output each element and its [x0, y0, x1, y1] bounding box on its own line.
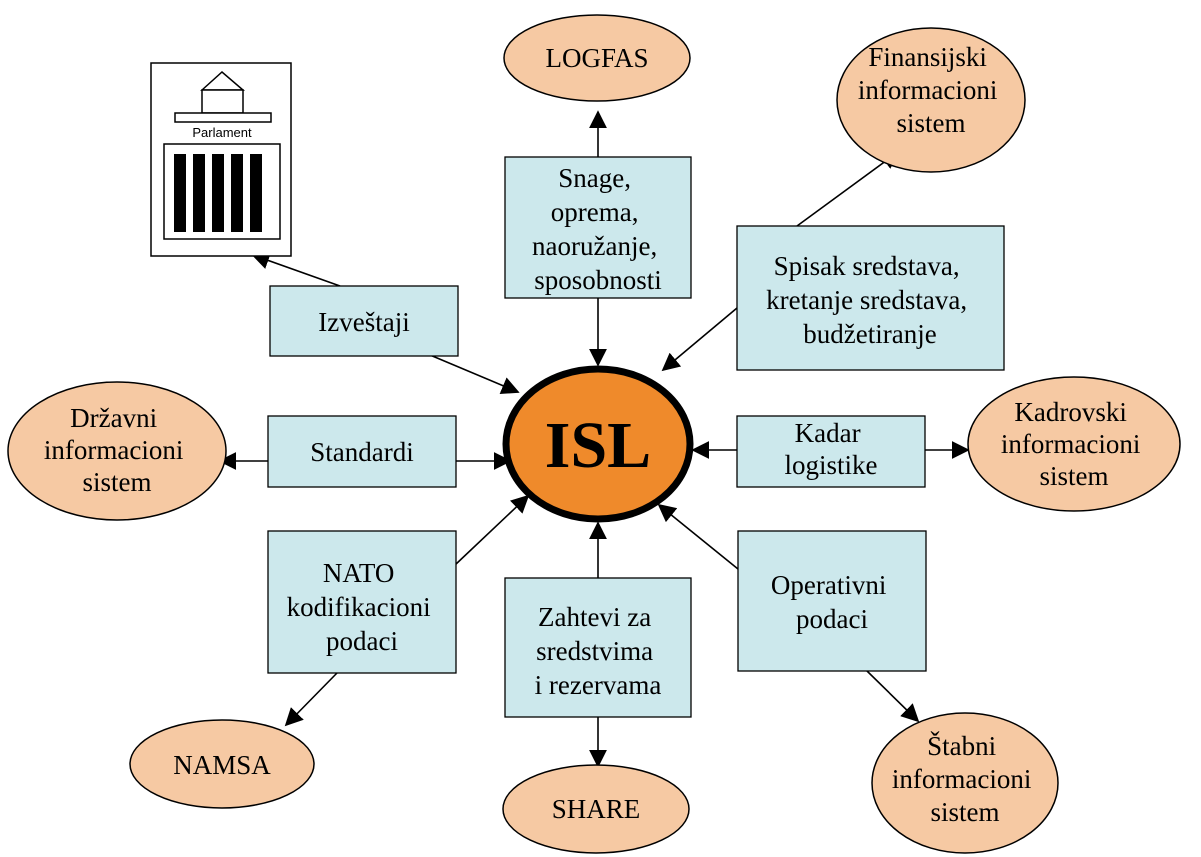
svg-text:SHARE: SHARE — [552, 794, 641, 824]
flow-operativni: Operativni podaci — [737, 530, 927, 672]
system-drzavni-line: sistem — [82, 467, 151, 497]
flow-zahtevi: Zahtevi za sredstvima i rezervama — [504, 577, 692, 718]
flow-operativni-line: podaci — [796, 604, 868, 634]
center-node-isl: ISL — [502, 365, 694, 523]
edges — [218, 110, 970, 768]
svg-text:LOGFAS: LOGFAS — [545, 43, 648, 73]
flow-standardi: Standardi — [267, 415, 457, 488]
flow-snage-line: naoružanje, — [532, 231, 657, 261]
system-finansijski-line: informacioni — [858, 75, 997, 105]
flow-spisak-line: budžetiranje — [803, 319, 936, 349]
system-stabni-line: Štabni — [927, 731, 996, 761]
center-label: ISL — [545, 409, 651, 482]
flow-nato-line: kodifikacioni — [287, 592, 431, 622]
flow-nato: NATO kodifikacioni podaci — [267, 530, 457, 674]
edge-operativni-isl — [657, 503, 739, 570]
svg-text:Spisak sredstava, kretan: Spisak sredstava, kretanje sredstava, bu… — [766, 251, 974, 349]
edge-izvestaji-parlament — [251, 251, 341, 287]
parlament-icon: Parlament — [150, 62, 292, 257]
svg-text:Finansijski informacioni: Finansijski informacioni sistem — [858, 42, 1004, 138]
svg-text:Izveštaji: Izveštaji — [318, 307, 409, 337]
flow-izvestaji: Izveštaji — [269, 285, 459, 357]
system-namsa-line: NAMSA — [173, 750, 271, 780]
svg-text:Kadar logistike: Kadar logistike — [785, 418, 878, 480]
system-stabni-line: informacioni — [892, 764, 1031, 794]
svg-text:Snage, oprema, nao: Snage, oprema, naoružanje, sposobnosti — [532, 163, 664, 295]
flow-kadar-line: logistike — [785, 450, 878, 480]
system-drzavni-line: informacioni — [44, 435, 183, 465]
flow-izvestaji-line: Izveštaji — [318, 307, 409, 337]
parlament-label: Parlament — [192, 125, 252, 140]
system-stabni: Štabni informacioni sistem — [871, 712, 1059, 854]
edge-nato-isl — [454, 494, 530, 566]
svg-text:Štabni informacioni: Štabni informacioni sistem — [892, 731, 1038, 827]
system-logfas: LOGFAS — [503, 14, 691, 102]
flow-zahtevi-line: sredstvima — [536, 636, 653, 666]
system-finansijski-line: Finansijski — [868, 42, 987, 72]
edge-spisak-finansijski — [796, 150, 900, 227]
svg-text:Zahtevi za sredstvima: Zahtevi za sredstvima i rezervama — [535, 602, 662, 700]
flow-snage-line: oprema, — [551, 197, 639, 227]
flow-kadar-line: Kadar — [795, 418, 861, 448]
system-namsa: NAMSA — [129, 719, 315, 809]
flow-spisak: Spisak sredstava, kretanje sredstava, bu… — [736, 225, 1005, 371]
edge-spisak-isl — [661, 307, 738, 372]
flow-snage-line: sposobnosti — [534, 265, 662, 295]
svg-text:Standardi: Standardi — [310, 437, 413, 467]
flow-spisak-line: Spisak sredstava, — [774, 251, 960, 281]
edge-izvestaji-isl — [429, 354, 520, 395]
edge-operativni-stabni — [866, 670, 920, 723]
flow-nato-line: podaci — [326, 626, 398, 656]
svg-text:NATO kodifikacioni: NATO kodifikacioni podaci — [287, 558, 438, 656]
flow-snage: Snage, oprema, naoružanje, sposobnosti — [504, 156, 692, 299]
flow-kadar: Kadar logistike — [736, 415, 926, 488]
flow-nato-line: NATO — [323, 558, 395, 588]
system-stabni-line: sistem — [930, 797, 999, 827]
system-share-line: SHARE — [552, 794, 641, 824]
flow-operativni-line: Operativni — [771, 570, 886, 600]
svg-text:Kadrovski informacioni: Kadrovski informacioni sistem — [1001, 397, 1147, 491]
system-kadrovski-line: sistem — [1039, 461, 1108, 491]
system-kadrovski-line: Kadrovski — [1014, 397, 1126, 427]
system-drzavni: Državni informacioni sistem — [7, 381, 227, 521]
system-kadrovski: Kadrovski informacioni sistem — [967, 376, 1181, 512]
system-logfas-line: LOGFAS — [545, 43, 648, 73]
system-finansijski-line: sistem — [896, 108, 965, 138]
flow-standardi-line: Standardi — [310, 437, 413, 467]
svg-text:Operativni podaci: Operativni podaci — [771, 570, 893, 634]
flow-spisak-line: kretanje sredstava, — [766, 285, 967, 315]
svg-text:NAMSA: NAMSA — [173, 750, 271, 780]
system-share: SHARE — [502, 764, 690, 854]
system-kadrovski-line: informacioni — [1001, 429, 1140, 459]
flow-zahtevi-line: Zahtevi za — [538, 602, 651, 632]
system-drzavni-line: Državni — [70, 403, 157, 433]
system-finansijski: Finansijski informacioni sistem — [836, 27, 1026, 173]
flow-snage-line: Snage, — [558, 163, 631, 193]
edge-nato-namsa — [284, 672, 338, 727]
svg-text:Državni informacioni: Državni informacioni sistem — [44, 403, 190, 497]
flow-zahtevi-line: i rezervama — [535, 670, 662, 700]
